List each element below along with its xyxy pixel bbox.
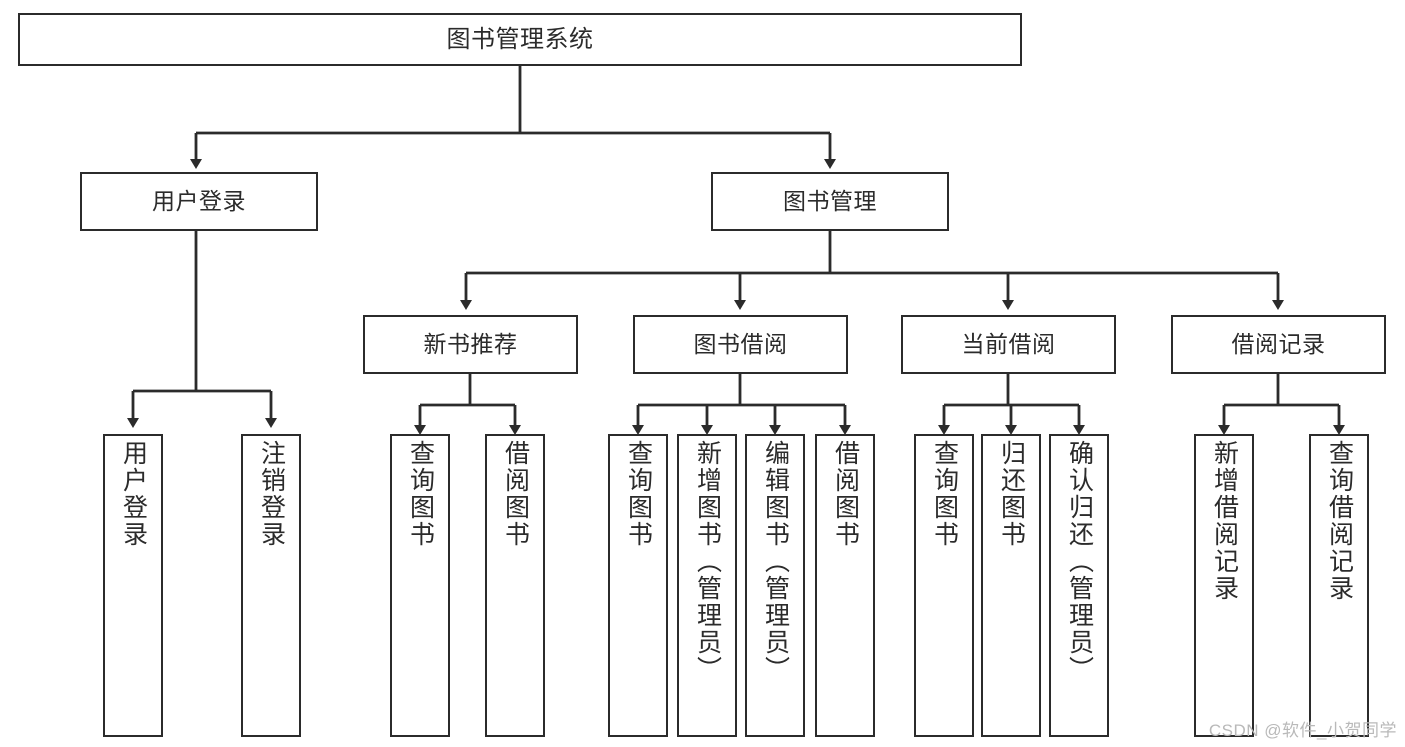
- node-label: 新增借阅记录: [1210, 440, 1239, 602]
- leaf-query-book-current[interactable]: 查询图书: [914, 434, 974, 737]
- leaf-user-login[interactable]: 用户登录: [103, 434, 163, 737]
- leaf-return-book[interactable]: 归还图书: [981, 434, 1041, 737]
- node-label: 用户登录: [152, 188, 246, 215]
- node-book-management[interactable]: 图书管理: [711, 172, 949, 231]
- node-label: 查询图书: [406, 440, 435, 548]
- node-borrow-record[interactable]: 借阅记录: [1171, 315, 1386, 374]
- node-label: 注销登录: [257, 440, 286, 548]
- node-label: 归还图书: [997, 440, 1026, 548]
- node-label: 新增图书（管理员）: [693, 440, 722, 683]
- leaf-query-book-borrow[interactable]: 查询图书: [608, 434, 668, 737]
- leaf-add-borrow-record[interactable]: 新增借阅记录: [1194, 434, 1254, 737]
- leaf-borrow-book-recommend[interactable]: 借阅图书: [485, 434, 545, 737]
- node-label: 查询图书: [624, 440, 653, 548]
- node-book-borrow[interactable]: 图书借阅: [633, 315, 848, 374]
- node-user-login[interactable]: 用户登录: [80, 172, 318, 231]
- node-label: 图书借阅: [693, 331, 788, 358]
- node-label: 查询图书: [930, 440, 959, 548]
- node-root[interactable]: 图书管理系统: [18, 13, 1022, 66]
- leaf-add-book-admin[interactable]: 新增图书（管理员）: [677, 434, 737, 737]
- csdn-watermark: CSDN @软件_小贺同学: [1208, 721, 1397, 740]
- node-label: 当前借阅: [961, 331, 1056, 358]
- node-label: 新书推荐: [423, 331, 518, 358]
- leaf-confirm-return-admin[interactable]: 确认归还（管理员）: [1049, 434, 1109, 737]
- node-new-book-recommend[interactable]: 新书推荐: [363, 315, 578, 374]
- node-label: 编辑图书（管理员）: [761, 440, 790, 683]
- node-label: 查询借阅记录: [1325, 440, 1354, 602]
- leaf-logout[interactable]: 注销登录: [241, 434, 301, 737]
- node-label: 图书管理系统: [446, 25, 594, 53]
- node-label: 图书管理: [783, 188, 877, 215]
- node-label: 借阅图书: [831, 440, 860, 548]
- node-label: 用户登录: [119, 440, 148, 548]
- leaf-edit-book-admin[interactable]: 编辑图书（管理员）: [745, 434, 805, 737]
- leaf-query-book-recommend[interactable]: 查询图书: [390, 434, 450, 737]
- node-current-borrow[interactable]: 当前借阅: [901, 315, 1116, 374]
- leaf-borrow-book[interactable]: 借阅图书: [815, 434, 875, 737]
- node-label: 借阅图书: [501, 440, 530, 548]
- node-label: 借阅记录: [1231, 331, 1326, 358]
- node-label: 确认归还（管理员）: [1065, 440, 1094, 683]
- leaf-query-borrow-record[interactable]: 查询借阅记录: [1309, 434, 1369, 737]
